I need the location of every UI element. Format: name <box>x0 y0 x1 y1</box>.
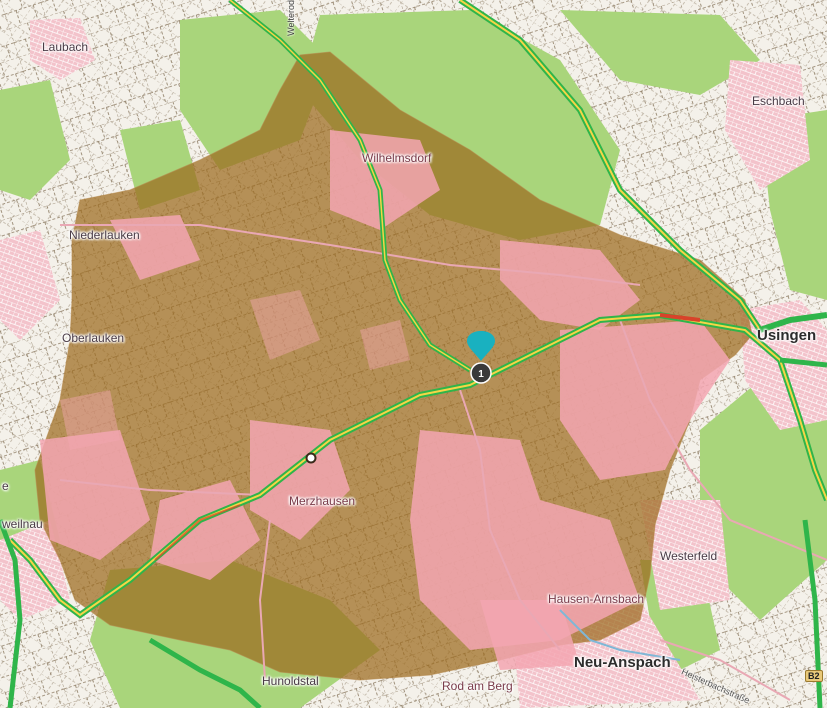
minor-roads <box>59 224 827 701</box>
marker-badge <box>470 362 492 384</box>
place-label-hausen-arnsbach: Hausen-Arnsbach <box>548 592 645 606</box>
road-shield: B2 <box>805 670 823 682</box>
marker-badge-number: 1 <box>478 369 484 380</box>
place-label-fragment: e <box>2 479 9 493</box>
place-label-laubach: Laubach <box>42 40 89 54</box>
urban-areas-inside <box>40 130 730 670</box>
place-label-weilnau: weilnau <box>2 517 43 531</box>
river <box>559 609 681 661</box>
place-label-neu-anspach: Neu-Anspach <box>574 654 671 671</box>
place-label-hunoldstal: Hunoldstal <box>262 674 319 688</box>
place-label-wilhelmsdorf: Wilhelmsdorf <box>362 151 432 165</box>
map-pin-icon[interactable]: 1 <box>465 331 497 389</box>
place-label-niederlauken: Niederlauken <box>69 228 140 242</box>
place-label-eschbach: Eschbach <box>752 94 805 108</box>
place-label-westerfeld: Westerfeld <box>660 549 718 563</box>
road-label-welterod: Welterod <box>286 0 296 36</box>
traffic-jam-segment <box>659 313 701 322</box>
place-label-rod-am-berg: Rod am Berg <box>442 679 513 693</box>
place-label-usingen: Usingen <box>757 327 817 344</box>
place-label-oberlauken: Oberlauken <box>62 331 125 345</box>
place-label-merzhausen: Merzhausen <box>289 494 356 508</box>
route-start-circle-icon[interactable] <box>305 452 317 464</box>
